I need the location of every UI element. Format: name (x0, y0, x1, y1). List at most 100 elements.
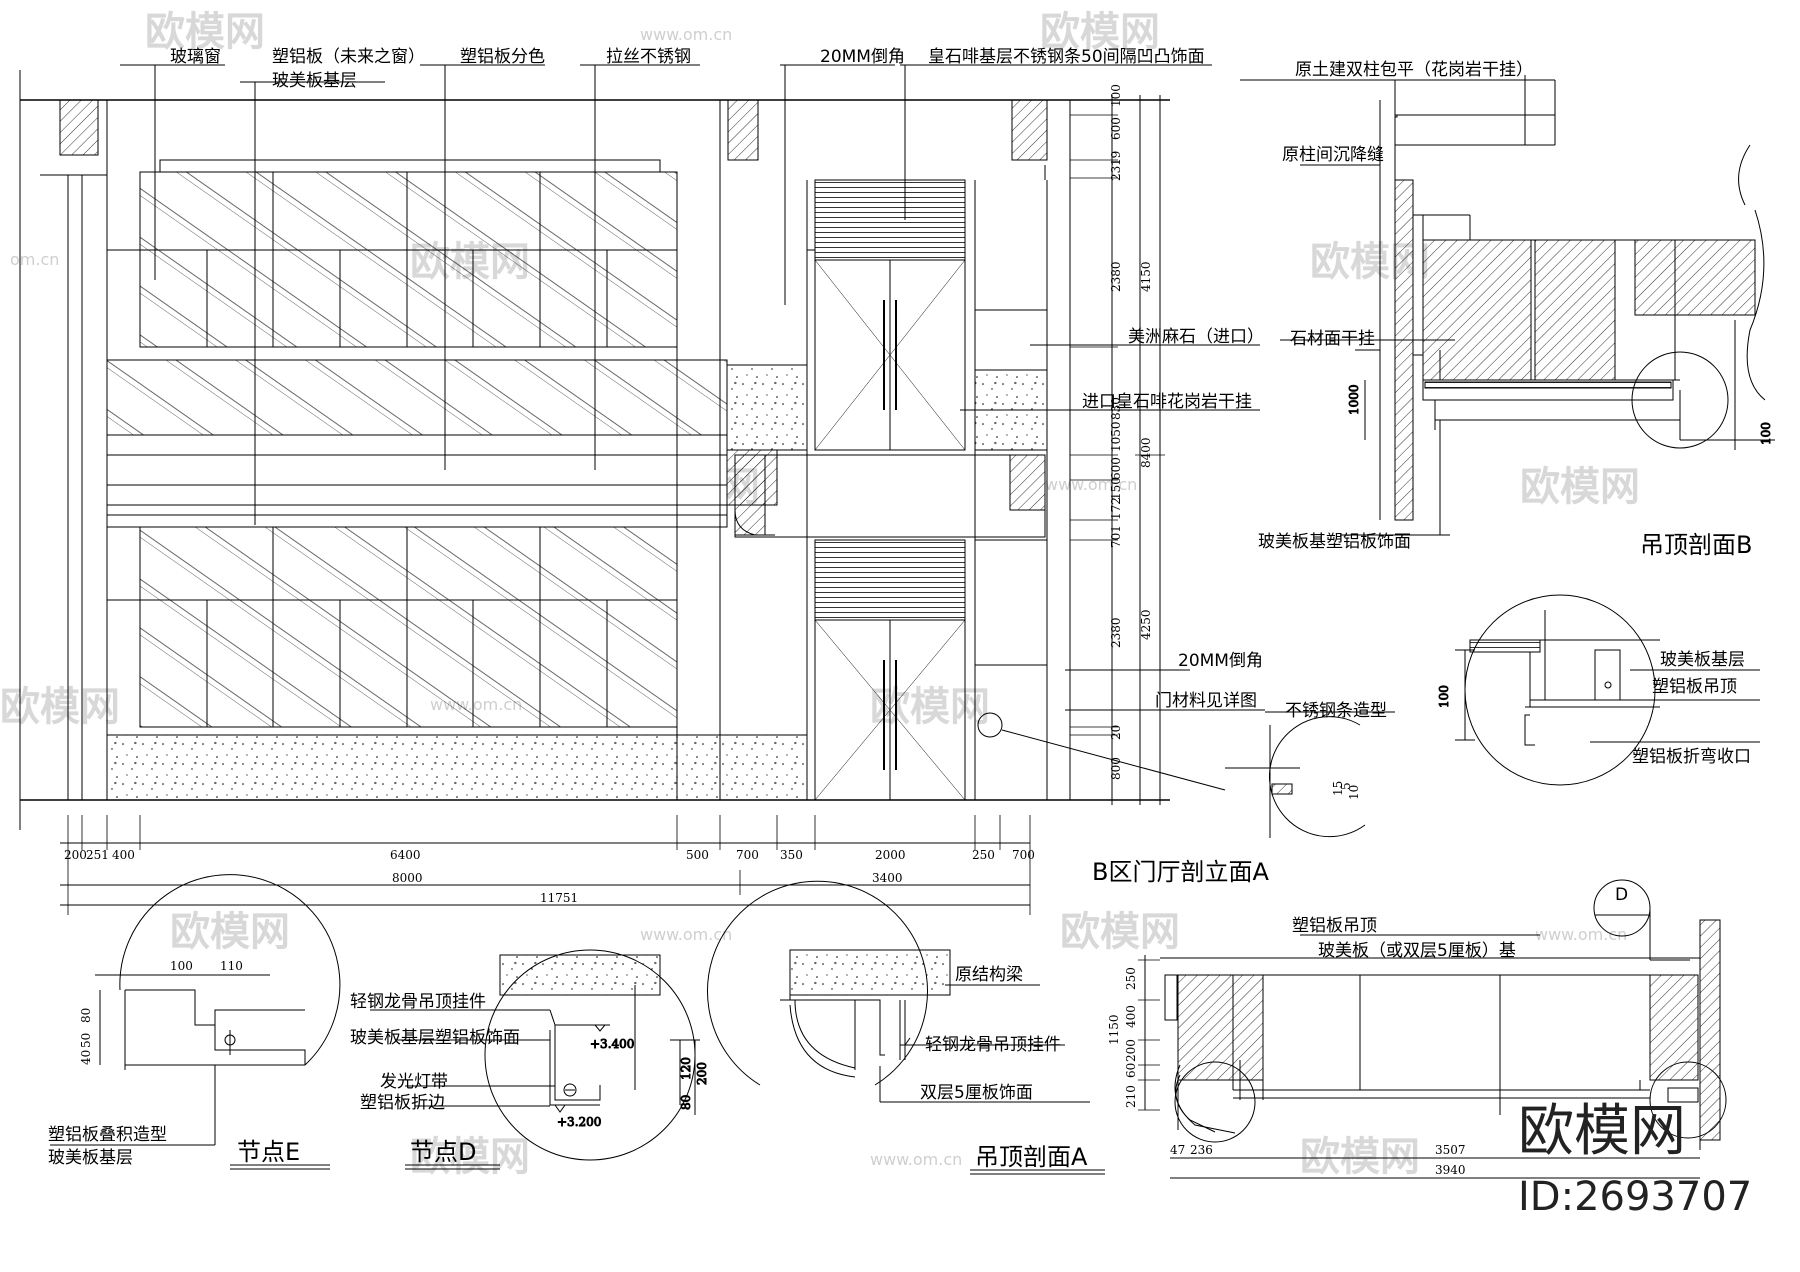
node-d-detail: +3.400 +3.200 120 80 200 (370, 949, 710, 1170)
dim-text: 100 (170, 959, 193, 973)
label-sec-d-alu: 塑铝板吊顶 (1292, 916, 1377, 936)
label-alu-panel-future-window: 塑铝板（未来之窗） (272, 47, 425, 67)
dim-text: 2380 (1109, 261, 1123, 292)
label-node-e-base: 玻美板基层 (48, 1148, 133, 1168)
label-glass-board-base: 玻美板基层 (272, 71, 357, 91)
dim-text: 40 (79, 1050, 93, 1065)
dim-text: 3507 (1435, 1143, 1466, 1157)
label-node-d-hanger: 轻钢龙骨吊顶挂件 (350, 992, 486, 1012)
dim-text: 1000 (1347, 384, 1361, 415)
label-glass-board-alu-face: 玻美板基塑铝板饰面 (1258, 532, 1411, 552)
watermark-brand: 欧模网 (1300, 1134, 1420, 1180)
dim-text: 600 (1109, 117, 1123, 140)
dim-text: 100 (1109, 84, 1123, 107)
dim-text: 200 (64, 848, 87, 862)
dim-text: 200 (1124, 1039, 1138, 1062)
dim-text: 800 (1109, 757, 1123, 780)
dim-text: 47 (1170, 1143, 1185, 1157)
label-node-d-face: 玻美板基层塑铝板饰面 (350, 1028, 520, 1048)
dim-text: 6400 (390, 848, 421, 862)
dim-text: 600 (1109, 457, 1123, 480)
watermark-brand: 欧模网 (1060, 909, 1180, 955)
ceiling-section-d-labels: 塑铝板吊顶 玻美板（或双层5厘板）基 D 250 400 1150 200 60… (1107, 885, 1628, 1177)
corner-id: ID:2693707 (1518, 1174, 1752, 1220)
label-granite-hang: 进口皇石啡花岗岩干挂 (1082, 392, 1252, 412)
watermark-brand: 欧模网 (1040, 9, 1160, 55)
corner-watermark: 欧模网 ID:2693707 (1518, 1099, 1752, 1220)
label-sec-a-beam: 原结构梁 (955, 965, 1023, 985)
main-elevation-labels: 玻璃窗 塑铝板（未来之窗） 玻美板基层 塑铝板分色 拉丝不锈钢 20MM倒角 皇… (170, 47, 1387, 886)
title-ceiling-a: 吊顶剖面A (975, 1143, 1088, 1171)
dim-text: 200 (695, 1062, 709, 1085)
detail-b-circle: 100 (1437, 594, 1760, 786)
ceiling-section-d (1138, 879, 1727, 1179)
dim-text: 231 (1109, 158, 1123, 181)
dim-text: 1050 (1109, 421, 1123, 452)
main-elevation (19, 64, 1395, 915)
dim-total: 11751 (540, 891, 578, 905)
dim-text: 500 (686, 848, 709, 862)
ceiling-section-b-labels: 原土建双柱包平（花岗岩干挂） 原柱间沉降缝 石材面干挂 玻美板基塑铝板饰面 吊顶… (1258, 60, 1752, 559)
dim-text: 120 (679, 1057, 693, 1080)
watermark-brand: 欧模网 (0, 684, 120, 730)
dim-text: 3400 (872, 871, 903, 885)
dim-text: 20 (1109, 725, 1123, 740)
dim-text: 172 (1109, 497, 1123, 520)
dim-text: 19 (1109, 151, 1123, 166)
label-node-d-fold: 塑铝板折边 (360, 1093, 445, 1113)
ceiling-section-a (707, 880, 1105, 1175)
dim-text: 8000 (392, 871, 423, 885)
title-node-d: 节点D (410, 1138, 476, 1166)
label-node-d-light: 发光灯带 (380, 1072, 448, 1092)
dim-text: 701 (1109, 525, 1123, 548)
dim-text: 10 (1347, 785, 1361, 800)
label-brushed-steel: 拉丝不锈钢 (606, 47, 691, 67)
section-marker-d: D (1615, 885, 1628, 905)
dim-text: 250 (1124, 967, 1138, 990)
dim-text: 100 (1759, 422, 1773, 445)
label-glass-window: 玻璃窗 (170, 47, 221, 67)
watermark-brand: 欧模网 (170, 909, 290, 955)
node-d-labels: 轻钢龙骨吊顶挂件 玻美板基层塑铝板饰面 发光灯带 塑铝板折边 节点D (350, 992, 520, 1166)
dim-text: 150 (1109, 477, 1123, 500)
dim-text: 210 (1124, 1085, 1138, 1108)
dim-text: 1150 (1107, 1014, 1121, 1045)
dim-text: 700 (1012, 848, 1035, 862)
dim-text: 110 (220, 959, 243, 973)
label-stone-hang: 石材面干挂 (1290, 329, 1375, 349)
title-ceiling-b: 吊顶剖面B (1640, 531, 1752, 559)
dim-text: 2000 (875, 848, 906, 862)
watermark-url: om.cn (10, 250, 59, 269)
label-detail-b-alu-ceiling: 塑铝板吊顶 (1652, 677, 1737, 697)
label-steel-strip-top: 皇石啡基层不锈钢条50间隔凹凸饰面 (928, 47, 1205, 67)
dim-text: 50 (79, 1033, 93, 1048)
dim-text: 60 (1124, 1063, 1138, 1078)
label-sec-d-base: 玻美板（或双层5厘板）基 (1318, 941, 1516, 961)
label-node-e-stack: 塑铝板叠积造型 (48, 1125, 167, 1145)
title-node-e: 节点E (237, 1138, 300, 1166)
watermark-url: www.om.cn (640, 25, 732, 44)
label-detail-b-base: 玻美板基层 (1660, 650, 1745, 670)
label-column-wrap: 原土建双柱包平（花岗岩干挂） (1295, 60, 1533, 80)
dim-text: 251 (86, 848, 109, 862)
level-mark: +3.200 (557, 1115, 601, 1129)
dim-text: 5 (1339, 782, 1353, 790)
label-steel-strip-shape: 不锈钢条造型 (1285, 701, 1387, 721)
label-sec-a-double: 双层5厘板饰面 (920, 1083, 1033, 1103)
node-e-detail (50, 874, 341, 1170)
ceiling-section-a-labels: 原结构梁 轻钢龙骨吊顶挂件 双层5厘板饰面 吊顶剖面A (920, 965, 1088, 1171)
dim-text: 2380 (1109, 617, 1123, 648)
dim-text: 700 (736, 848, 759, 862)
watermark-brand: 欧模网 (1520, 464, 1640, 510)
dim-text: 4150 (1139, 261, 1153, 292)
main-elevation-dimensions: 200 251 400 6400 500 700 350 2000 250 70… (64, 84, 1361, 905)
dim-text: 830 (1109, 397, 1123, 420)
dim-text: 15 (1331, 781, 1345, 796)
label-sec-a-hanger: 轻钢龙骨吊顶挂件 (925, 1035, 1061, 1055)
label-settle-joint: 原柱间沉降缝 (1282, 145, 1384, 165)
dim-text: 3940 (1435, 1163, 1466, 1177)
dim-text: 8400 (1139, 437, 1153, 468)
label-chamfer-top: 20MM倒角 (820, 47, 905, 67)
watermark-brand: 欧模网 (145, 9, 265, 55)
ceiling-section-b: 1000 100 (1240, 75, 1775, 536)
